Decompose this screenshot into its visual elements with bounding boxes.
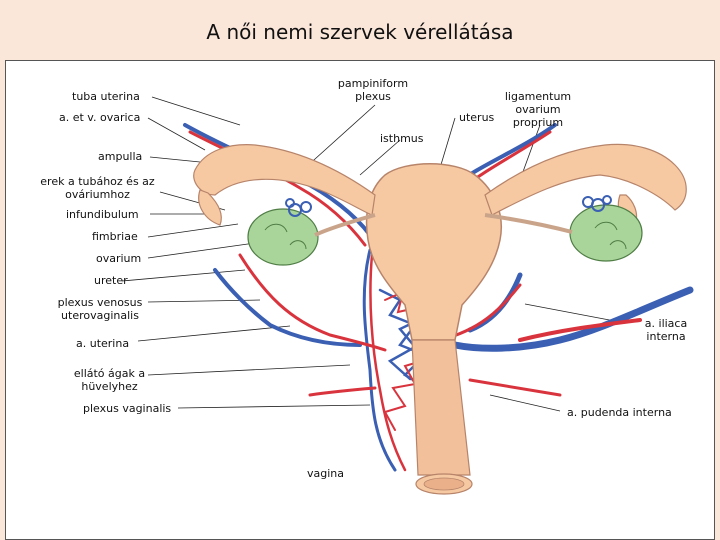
label-a-pudenda-interna: a. pudenda interna (567, 406, 672, 419)
label-lig-line3: proprium (495, 116, 581, 129)
label-iliaca-line1: a. iliaca (628, 317, 704, 330)
label-plexus-venosus-uterovaginalis: plexus venosus uterovaginalis (50, 296, 150, 322)
label-erek-a-tubahoz: erek a tubához és az ováriumhoz (30, 175, 165, 201)
label-pampiniform-line2: plexus (318, 90, 428, 103)
label-uterus: uterus (459, 111, 494, 124)
label-a-iliaca-interna: a. iliaca interna (628, 317, 704, 343)
label-lig-line2: ovarium (495, 103, 581, 116)
label-infundibulum: infundibulum (66, 208, 139, 221)
label-ellato-line2: hüvelyhez (62, 380, 157, 393)
uterus-shape (367, 164, 502, 494)
label-vagina: vagina (307, 467, 344, 480)
label-plexus-venosus-line2: uterovaginalis (50, 309, 150, 322)
label-a-et-v-ovarica: a. et v. ovarica (59, 111, 140, 124)
label-plexus-vaginalis: plexus vaginalis (83, 402, 171, 415)
label-isthmus: isthmus (380, 132, 424, 145)
label-pampiniform-line1: pampiniform (318, 77, 428, 90)
label-pampiniform-plexus: pampiniform plexus (318, 77, 428, 103)
label-ureter: ureter (94, 274, 128, 287)
label-lig-line1: ligamentum (495, 90, 581, 103)
label-iliaca-line2: interna (628, 330, 704, 343)
label-ellato-line1: ellátó ágak a (62, 367, 157, 380)
label-ampulla: ampulla (98, 150, 142, 163)
label-fimbriae: fimbriae (92, 230, 138, 243)
label-plexus-venosus-line1: plexus venosus (50, 296, 150, 309)
label-tuba-uterina: tuba uterina (72, 90, 140, 103)
label-ligamentum-ovarium-proprium: ligamentum ovarium proprium (495, 90, 581, 129)
label-erek-line1: erek a tubához és az (30, 175, 165, 188)
label-ellato-agak: ellátó ágak a hüvelyhez (62, 367, 157, 393)
label-erek-line2: ováriumhoz (30, 188, 165, 201)
label-ovarium: ovarium (96, 252, 141, 265)
label-a-uterina: a. uterina (76, 337, 129, 350)
